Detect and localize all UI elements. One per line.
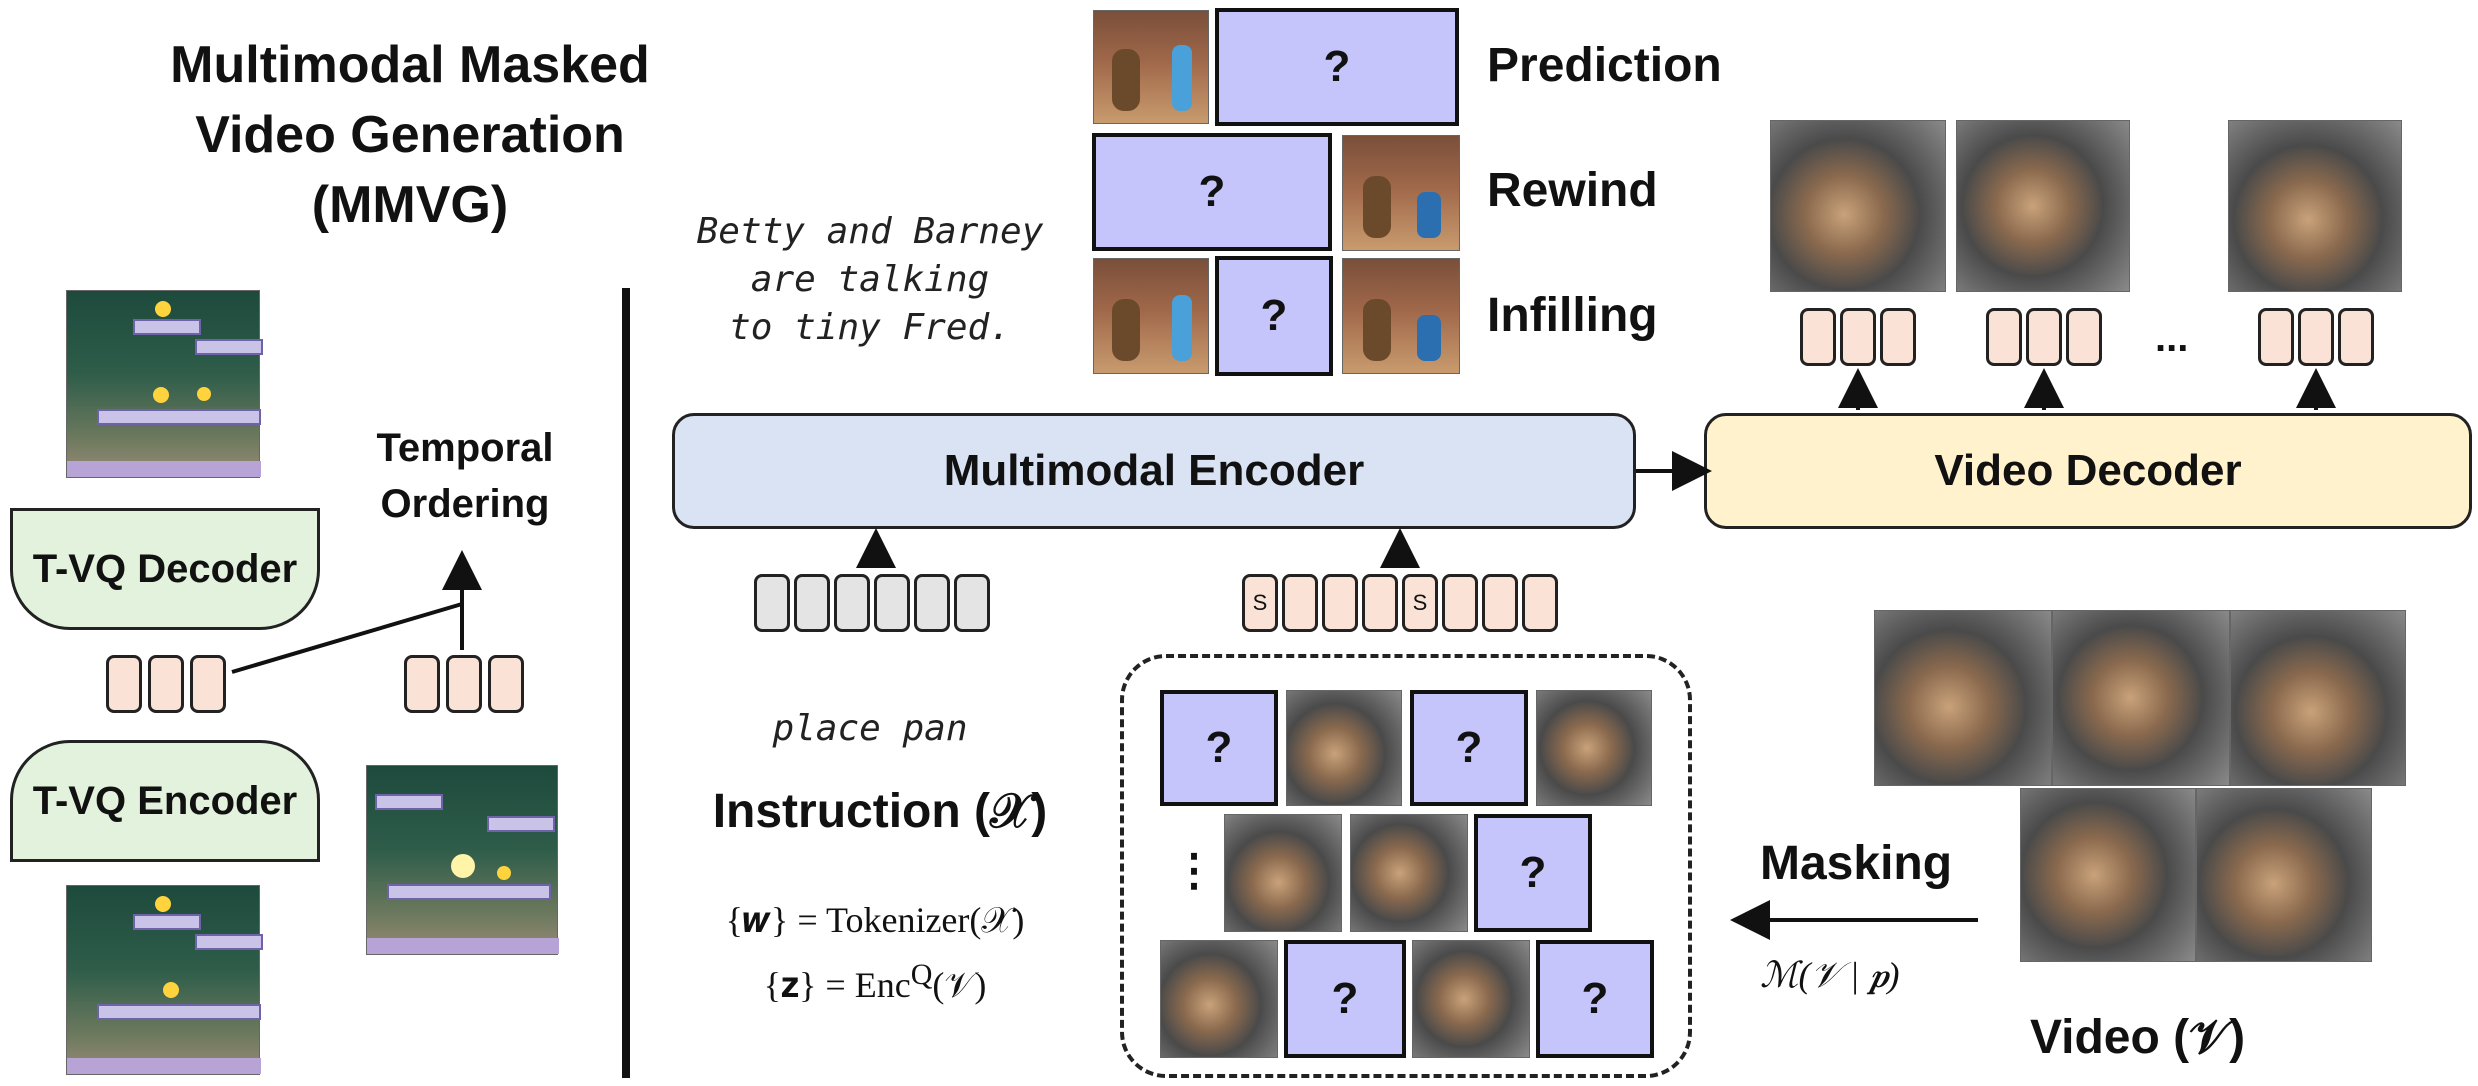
cooking-frame [1412, 940, 1530, 1058]
cooking-frame [2196, 788, 2372, 962]
caption-line-1: Betty and Barney [696, 211, 1044, 252]
cooking-frame [1350, 814, 1468, 932]
cartoon-frame [1093, 258, 1209, 374]
t-vq-encoder: T-VQ Encoder [10, 740, 320, 862]
token [106, 655, 142, 713]
task-prediction: Prediction [1487, 39, 1722, 92]
multimodal-encoder-label: Multimodal Encoder [943, 446, 1365, 495]
masking-formula: ℳ(𝒱 | 𝒑) [1760, 955, 1900, 995]
temporal-ordering-line-1: Temporal [376, 426, 554, 470]
t-vq-encoder-label: T-VQ Encoder [32, 778, 298, 823]
cartoon-frame [1342, 135, 1460, 251]
instruction-label: Instruction (𝒳) [712, 785, 1048, 838]
token [2026, 308, 2062, 366]
masked-frame: ? [1092, 133, 1332, 251]
masked-frame: ? [1160, 690, 1278, 806]
masking-label: Masking [1760, 837, 1953, 890]
cooking-frame [2020, 788, 2196, 962]
token [190, 655, 226, 713]
video-label: Video (𝒱) [2030, 1011, 2246, 1064]
video-decoder-label: Video Decoder [1934, 446, 2242, 495]
t-vq-decoder: T-VQ Decoder [10, 508, 320, 630]
game-frame-bottom [66, 885, 263, 1075]
t-vq-decoder-label: T-VQ Decoder [32, 546, 298, 591]
token [2298, 308, 2334, 366]
masked-frame: ? [1536, 940, 1654, 1058]
cooking-frame [2052, 610, 2230, 786]
token [446, 655, 482, 713]
token [2338, 308, 2374, 366]
cooking-frame [2230, 610, 2406, 786]
game-frame-middle [366, 765, 559, 955]
ellipsis: ... [2155, 316, 2189, 360]
diagram-title: Multimodal Masked Video Generation (MMVG… [100, 30, 720, 240]
token [1840, 308, 1876, 366]
masked-frame: ? [1410, 690, 1528, 806]
text-token [794, 574, 830, 632]
task-rewind: Rewind [1487, 164, 1658, 217]
cooking-frame [1224, 814, 1342, 932]
formula-tokenizer: {𝒘} = Tokenizer(𝒳) [725, 900, 1025, 940]
panel-divider [622, 288, 630, 1078]
title-line-2: Video Generation (MMVG) [195, 106, 625, 234]
cooking-frame [1770, 120, 1946, 292]
task-infilling: Infilling [1487, 289, 1658, 342]
token [1880, 308, 1916, 366]
multimodal-encoder: Multimodal Encoder [672, 413, 1636, 529]
masked-frame: ? [1284, 940, 1406, 1058]
temporal-ordering-line-2: Ordering [380, 482, 550, 526]
visual-token [1482, 574, 1518, 632]
instruction-text: place pan [772, 708, 968, 749]
text-token [874, 574, 910, 632]
cartoon-frame [1342, 258, 1460, 374]
game-frame-top [66, 290, 263, 478]
masked-frame: ? [1215, 8, 1459, 126]
text-token [834, 574, 870, 632]
cooking-frame [2228, 120, 2402, 292]
caption-text: Betty and Barney are talking to tiny Fre… [660, 208, 1080, 352]
token [148, 655, 184, 713]
cooking-frame [1956, 120, 2130, 292]
cooking-frame [1286, 690, 1402, 806]
masked-frame: ? [1474, 814, 1592, 932]
visual-token [1322, 574, 1358, 632]
vertical-ellipsis: ⋮ [1172, 846, 1216, 895]
visual-token [1442, 574, 1478, 632]
visual-token [1522, 574, 1558, 632]
formula-encoder: {𝐳} = EncQ(𝒱) [763, 958, 987, 1005]
masked-video-container [1120, 654, 1692, 1078]
cooking-frame [1536, 690, 1652, 806]
special-token: S [1402, 574, 1438, 632]
video-decoder: Video Decoder [1704, 413, 2472, 529]
caption-line-3: to tiny Fred. [729, 307, 1011, 348]
token [1986, 308, 2022, 366]
cartoon-frame [1093, 10, 1209, 124]
token [2066, 308, 2102, 366]
temporal-ordering-label: Temporal Ordering [345, 420, 585, 532]
cooking-frame [1160, 940, 1278, 1058]
visual-token [1362, 574, 1398, 632]
token [404, 655, 440, 713]
special-token: S [1242, 574, 1278, 632]
token [488, 655, 524, 713]
cooking-frame [1874, 610, 2052, 786]
visual-token [1282, 574, 1318, 632]
text-token [754, 574, 790, 632]
token [1800, 308, 1836, 366]
token [2258, 308, 2294, 366]
title-line-1: Multimodal Masked [170, 36, 650, 94]
text-token [954, 574, 990, 632]
masked-frame: ? [1215, 256, 1333, 376]
text-token [914, 574, 950, 632]
caption-line-2: are talking [750, 259, 990, 300]
